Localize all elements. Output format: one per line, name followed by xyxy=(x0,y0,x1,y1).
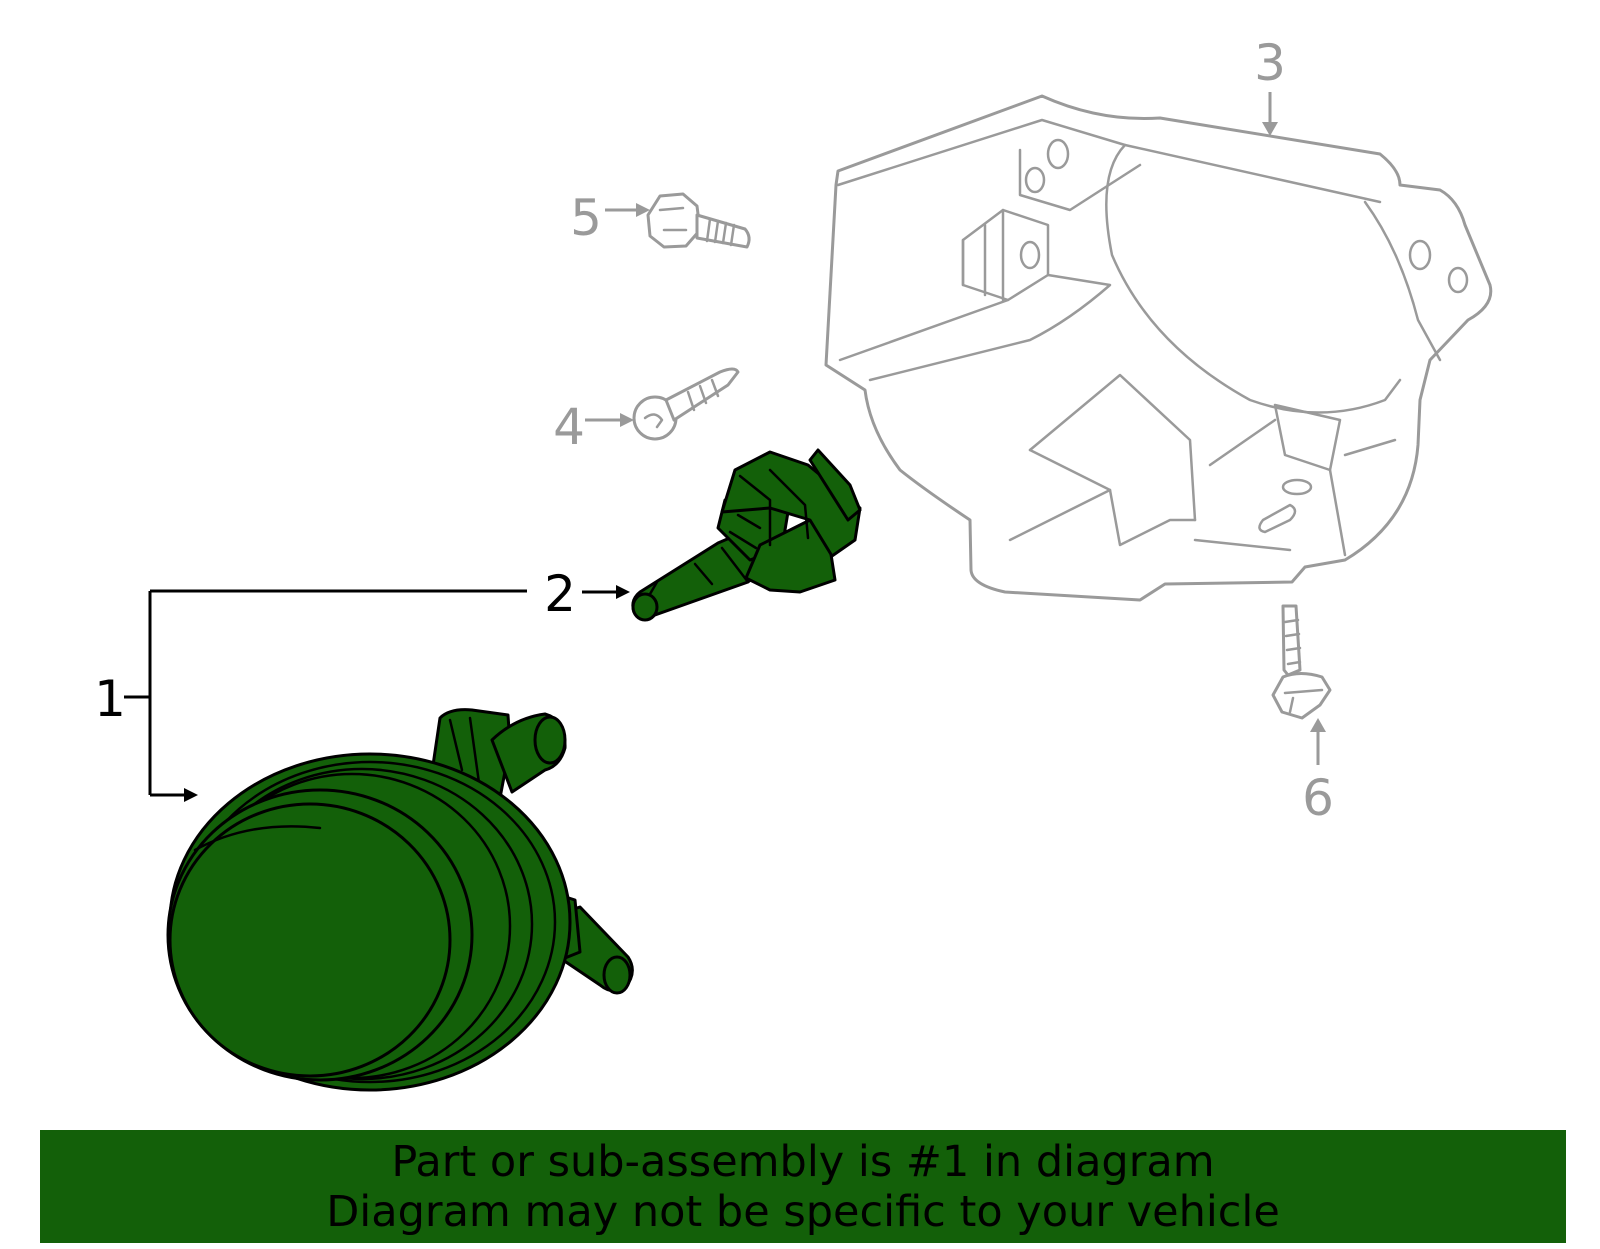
callout-6: 6 xyxy=(1302,769,1334,827)
screw-part-4[interactable]: 4 xyxy=(553,367,740,456)
banner-line-2: Diagram may not be specific to your vehi… xyxy=(326,1186,1280,1237)
callout-2: 2 xyxy=(544,565,576,623)
flange-bolt-part-6[interactable]: 6 xyxy=(1271,604,1334,827)
flange-bolt-part-5[interactable]: 5 xyxy=(570,189,751,249)
callout-3: 3 xyxy=(1254,34,1286,92)
callout-5: 5 xyxy=(570,189,602,247)
fog-lamp-assembly-part-1[interactable]: 1 xyxy=(94,589,634,1092)
bulb-part-2[interactable]: 2 xyxy=(544,448,862,623)
info-banner: Part or sub-assembly is #1 in diagram Di… xyxy=(40,1130,1566,1243)
callout-1: 1 xyxy=(94,670,126,728)
banner-line-1: Part or sub-assembly is #1 in diagram xyxy=(391,1136,1215,1187)
mounting-bracket-part-3[interactable]: 3 xyxy=(824,34,1493,602)
callout-4: 4 xyxy=(553,398,585,456)
